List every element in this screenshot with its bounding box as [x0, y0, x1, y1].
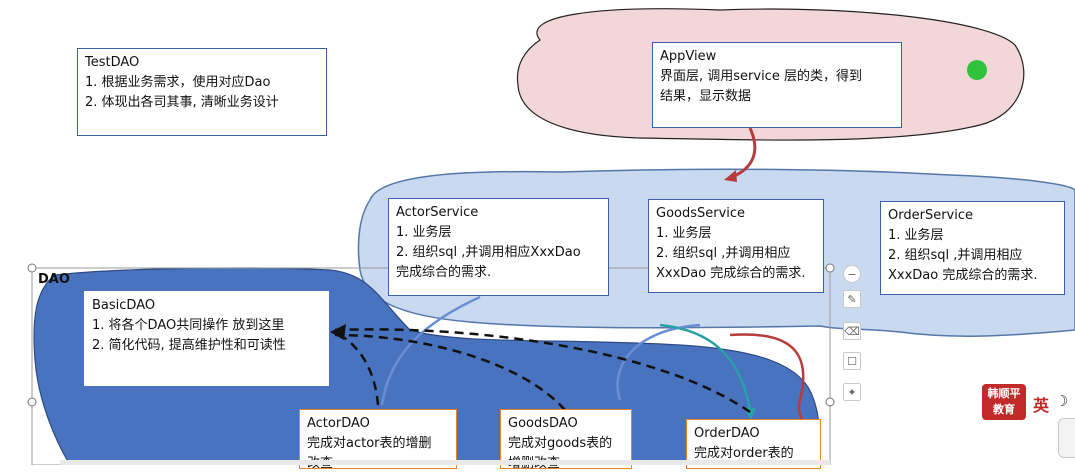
app-view-box[interactable]: AppView 界面层, 调用service 层的类，得到 结果，显示数据	[652, 42, 902, 128]
app-view-line-2: 结果，显示数据	[660, 89, 752, 104]
goods-dao-to-basic-arrow	[334, 333, 566, 411]
test-dao-line-2: 2. 体现出各司其事, 清晰业务设计	[85, 95, 279, 110]
zoom-out-button[interactable]: −	[843, 265, 861, 283]
actor-service-box[interactable]: ActorService 1. 业务层 2. 组织sql ,并调用相应XxxDa…	[388, 198, 609, 296]
order-dao-to-basic-arrow	[334, 328, 751, 414]
actor-service-to-dao-connector	[380, 295, 481, 406]
service-to-order-dao-connector	[659, 323, 752, 411]
dao-group-label: DAO	[38, 272, 70, 287]
app-view-line-1: 界面层, 调用service 层的类，得到	[660, 69, 862, 84]
actor-dao-title: ActorDAO	[307, 416, 370, 431]
actor-dao-line-1: 完成对actor表的增删	[307, 436, 432, 451]
pen-tool-icon[interactable]: ✎	[843, 290, 861, 308]
test-dao-title: TestDAO	[85, 55, 140, 70]
bottom-scroll-strip	[60, 460, 830, 465]
order-service-line-3: XxxDao 完成综合的需求.	[888, 268, 1038, 283]
goods-service-line-1: 1. 业务层	[656, 226, 712, 241]
watermark-line-1: 韩顺平	[987, 387, 1021, 400]
moon-icon: ☽	[1055, 392, 1069, 410]
watermark-badge: 韩顺平 教育	[982, 384, 1026, 420]
eraser-tool-icon[interactable]: ⌫	[843, 322, 861, 340]
goods-service-box[interactable]: GoodsService 1. 业务层 2. 组织sql ,并调用相应 XxxD…	[648, 199, 824, 293]
selection-handle[interactable]	[27, 263, 37, 273]
order-service-line-2: 2. 组织sql ,并调用相应	[888, 248, 1023, 263]
actor-service-line-1: 1. 业务层	[396, 225, 452, 240]
app-view-title: AppView	[660, 49, 717, 64]
actor-service-line-2: 2. 组织sql ,并调用相应XxxDao	[396, 245, 581, 260]
goods-dao-title: GoodsDAO	[508, 416, 578, 431]
order-dao-line-1: 完成对order表的	[694, 446, 794, 461]
basic-dao-line-1: 1. 将各个DAO共同操作 放到这里	[92, 318, 285, 333]
goods-service-title: GoodsService	[656, 206, 746, 221]
basic-dao-box[interactable]: BasicDAO 1. 将各个DAO共同操作 放到这里 2. 简化代码, 提高维…	[84, 291, 329, 386]
test-dao-box[interactable]: TestDAO 1. 根据业务需求，使用对应Dao 2. 体现出各司其事, 清晰…	[77, 48, 327, 136]
selection-handle[interactable]	[825, 263, 835, 273]
order-service-title: OrderService	[888, 208, 973, 223]
order-dao-title: OrderDAO	[694, 426, 760, 441]
selection-handle[interactable]	[825, 397, 835, 407]
order-service-box[interactable]: OrderService 1. 业务层 2. 组织sql ,并调用相应 XxxD…	[880, 201, 1065, 295]
selection-handle[interactable]	[27, 397, 37, 407]
ime-indicator[interactable]: 英	[1033, 396, 1050, 415]
watermark-line-2: 教育	[993, 403, 1015, 416]
basic-dao-arrowhead	[330, 324, 346, 340]
goods-service-line-3: XxxDao 完成综合的需求.	[656, 266, 806, 281]
basic-dao-title: BasicDAO	[92, 298, 156, 313]
actor-dao-box[interactable]: ActorDAO 完成对actor表的增删 改查	[299, 409, 457, 471]
frame-tool-icon[interactable]: ☐	[843, 352, 861, 370]
view-to-service-arrowhead	[724, 170, 737, 182]
actor-service-line-3: 完成综合的需求.	[396, 265, 492, 280]
side-panel-tab[interactable]	[1058, 418, 1075, 458]
goods-dao-line-1: 完成对goods表的	[508, 436, 613, 451]
cursor-highlight	[967, 60, 987, 80]
actor-service-title: ActorService	[396, 205, 479, 220]
basic-dao-line-2: 2. 简化代码, 提高维护性和可读性	[92, 338, 286, 353]
goods-service-line-2: 2. 组织sql ,并调用相应	[656, 246, 791, 261]
test-dao-line-1: 1. 根据业务需求，使用对应Dao	[85, 75, 271, 90]
lightbulb-icon[interactable]: ✦	[843, 383, 861, 401]
order-service-line-1: 1. 业务层	[888, 228, 944, 243]
